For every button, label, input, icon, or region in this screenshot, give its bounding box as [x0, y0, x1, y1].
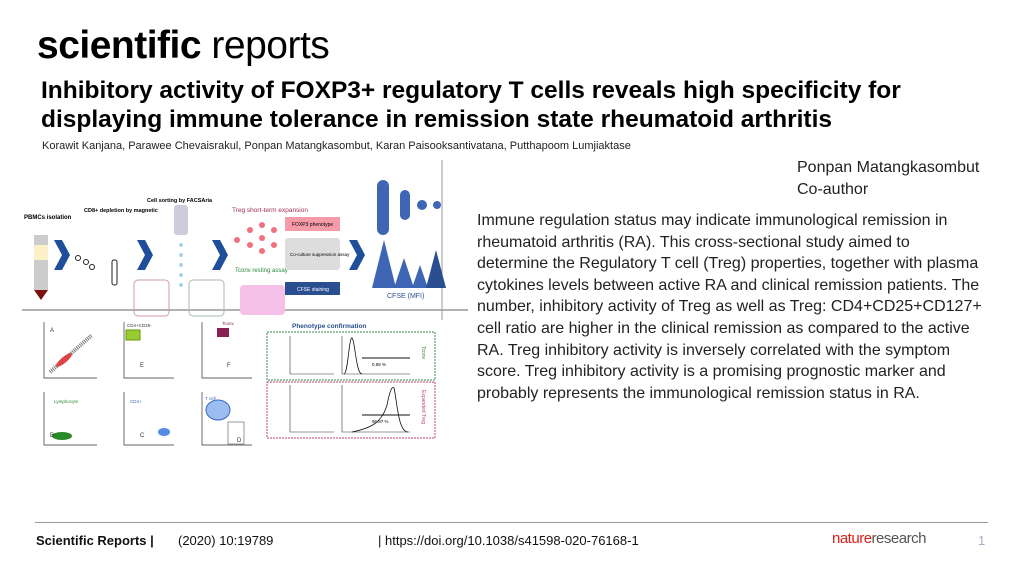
panel-d: D	[237, 438, 242, 444]
nature-research-logo: natureresearch	[832, 530, 926, 547]
presenter-name: Ponpan Matangkasombut	[797, 159, 980, 176]
gate-cd4cd25: CD4+CD25-	[127, 323, 152, 328]
gate-tcell: T cell	[205, 396, 216, 401]
panel-a: A	[50, 328, 54, 334]
hist-value-treg: 96.87 %	[372, 419, 389, 424]
gate-tconv: Tconv	[222, 321, 235, 326]
abstract-text: Immune regulation status may indicate im…	[477, 212, 982, 402]
graphical-abstract-figure: PBMCs isolation CD8+ depletion by magnet…	[22, 160, 468, 446]
footer-citation: (2020) 10:19789	[178, 533, 274, 548]
presenter-role: Co-author	[797, 181, 869, 198]
author-list: Korawit Kanjana, Parawee Chevaisrakul, P…	[42, 140, 631, 152]
side-label-treg: Expanded Treg	[420, 390, 426, 424]
panel-c: C	[140, 433, 145, 439]
hist-value-tconv: 0.58 %	[372, 362, 386, 367]
presenter-info: Ponpan Matangkasombut Co-author	[797, 157, 979, 201]
chevron-icons	[54, 240, 365, 270]
panel-b: B	[50, 433, 54, 439]
brand-research: research	[871, 530, 927, 547]
panel-e: E	[140, 363, 144, 369]
step-sorting: Cell sorting by FACSAria	[147, 198, 213, 204]
gate-cd4: CD4+	[130, 399, 142, 404]
step-cfse-mfi: CFSE (MFI)	[387, 293, 424, 300]
journal-logo: scientific reports	[37, 24, 330, 68]
step-pbmc: PBMCs isolation	[24, 215, 72, 221]
gate-lymphocyte: Lymphocyte	[54, 399, 79, 404]
logo-word-2: reports	[211, 24, 330, 67]
brand-nature: nature	[832, 530, 872, 547]
step-coculture: Co-culture suppression assay	[290, 252, 350, 257]
step-cd8: CD8+ depletion by magnetic	[84, 208, 158, 214]
slide-number: 1	[978, 533, 986, 548]
footer-divider	[35, 522, 988, 523]
footer-doi-link[interactable]: | https://doi.org/10.1038/s41598-020-761…	[378, 533, 639, 548]
logo-word-1: scientific	[37, 24, 202, 67]
paper-title: Inhibitory activity of FOXP3+ regulatory…	[41, 77, 901, 133]
footer-journal: Scientific Reports |	[36, 533, 154, 548]
step-tconv: Tconv resting assay	[235, 268, 288, 274]
phenotype-title: Phenotype confirmation	[292, 323, 366, 330]
step-foxp3: FOXP3 phenotype	[292, 222, 333, 228]
step-expansion: Treg short-term expansion	[232, 207, 308, 214]
side-label-tconv: Tconv	[420, 346, 426, 360]
panel-f: F	[227, 363, 231, 369]
step-cfse: CFSE staining	[297, 287, 329, 293]
